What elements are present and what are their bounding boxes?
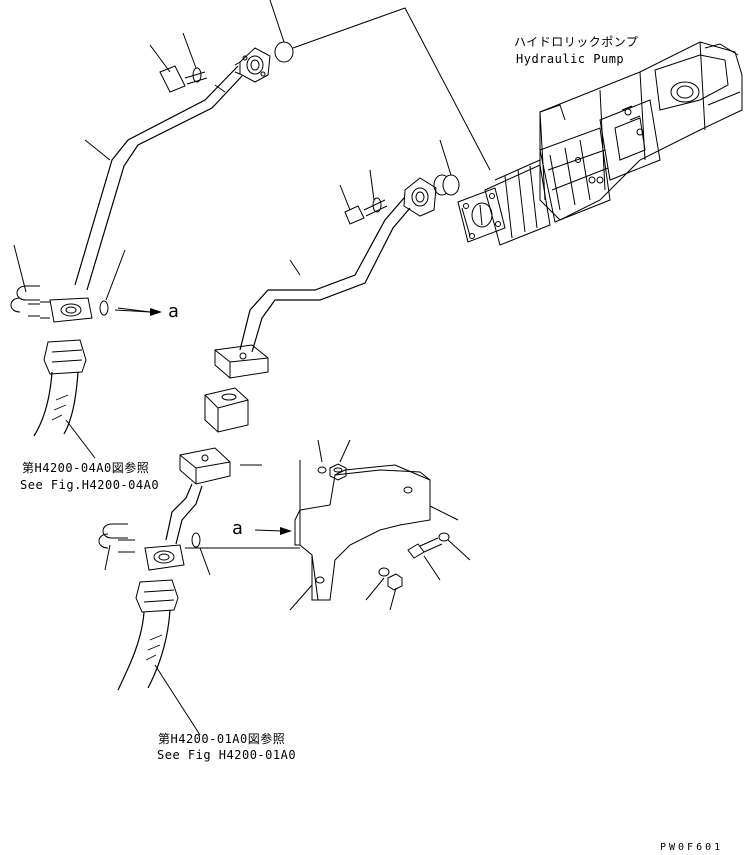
reference-label-jp-1: 第H4200-04A0図参照	[22, 461, 150, 475]
reference-label-en-2: See Fig H4200-01A0	[157, 748, 297, 762]
bracket-fasteners	[378, 532, 450, 591]
arrow-a-upper: a	[168, 301, 180, 322]
lower-u-clamp	[98, 523, 135, 553]
spacer-block	[204, 387, 249, 433]
hydraulic-pump	[457, 41, 743, 246]
arrows	[114, 308, 292, 535]
arrow-a-lower: a	[232, 518, 244, 539]
leader-lines	[13, 0, 491, 736]
pump-label-en: Hydraulic Pump	[516, 52, 625, 66]
upper-left-pipe	[40, 47, 271, 323]
middle-pipe	[214, 174, 451, 379]
upper-hose	[33, 339, 87, 437]
lower-pipe	[144, 447, 231, 571]
drawing-code: PW0F601	[660, 842, 724, 853]
lower-hose	[117, 579, 179, 691]
pump-label-jp: ハイドロリックポンプ	[514, 35, 639, 49]
reference-label-jp-2: 第H4200-01A0図参照	[158, 732, 286, 746]
upper-u-clamp	[10, 285, 109, 317]
reference-label-en-1: See Fig.H4200-04A0	[20, 478, 160, 492]
o-rings	[274, 41, 460, 196]
bracket	[294, 460, 431, 601]
